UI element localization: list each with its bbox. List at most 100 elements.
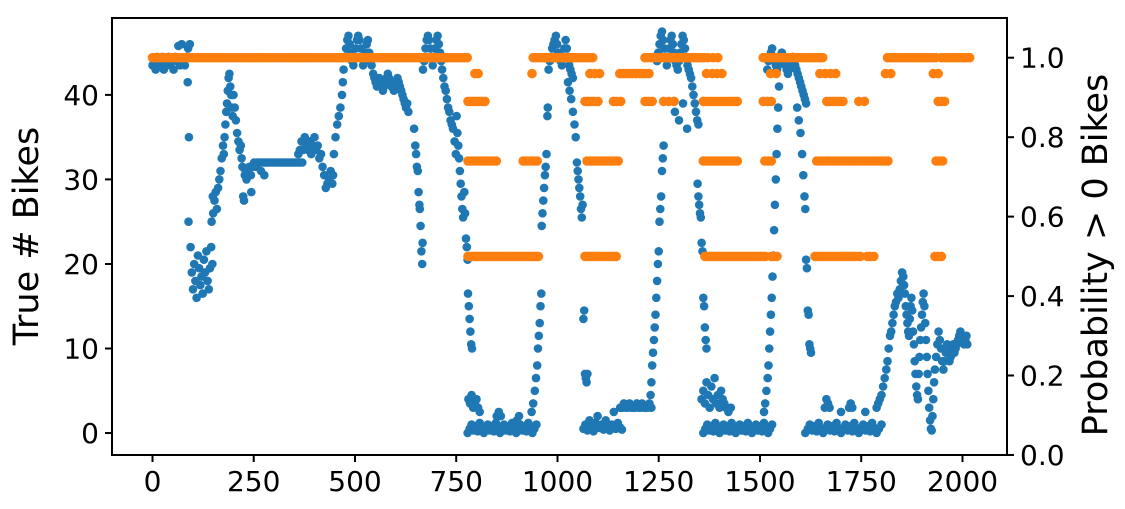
data-point-orange: [855, 251, 866, 262]
data-point-blue: [653, 259, 663, 269]
data-point-blue: [298, 158, 307, 167]
data-point-blue: [577, 213, 587, 222]
data-point-blue: [646, 390, 655, 400]
data-point-blue: [543, 103, 553, 112]
data-point-blue: [237, 154, 246, 163]
data-point-blue: [220, 132, 229, 142]
data-point-blue: [216, 166, 225, 176]
data-point-blue: [463, 289, 473, 298]
data-point-blue: [792, 103, 802, 112]
data-point-blue: [543, 111, 552, 121]
data-point-blue: [907, 306, 917, 315]
series-probability: [147, 52, 975, 262]
y-left-tick-label: 10: [63, 333, 99, 366]
data-point-blue: [204, 285, 214, 294]
data-point-blue: [930, 365, 940, 374]
data-point-orange: [615, 96, 626, 107]
data-point-blue: [496, 411, 506, 421]
data-point-blue: [229, 90, 238, 100]
data-point-orange: [964, 52, 975, 63]
x-tick-label: 500: [328, 465, 381, 498]
data-point-blue: [239, 196, 249, 205]
data-point-blue: [707, 382, 716, 391]
data-point-blue: [213, 183, 223, 193]
data-point-blue: [767, 44, 777, 53]
data-point-blue: [221, 120, 230, 129]
data-point-blue: [593, 411, 602, 421]
data-point-orange: [886, 68, 896, 79]
data-point-blue: [583, 369, 592, 379]
data-point-blue: [769, 225, 779, 235]
data-point-blue: [557, 61, 567, 70]
data-point-blue: [694, 200, 704, 210]
data-point-orange: [587, 52, 598, 63]
data-point-blue: [913, 394, 923, 404]
data-point-blue: [196, 280, 205, 290]
data-point-blue: [219, 149, 229, 159]
data-point-blue: [551, 31, 561, 41]
data-point-blue: [760, 399, 770, 408]
data-point-blue: [536, 301, 545, 311]
data-point-blue: [825, 403, 834, 413]
data-point-blue: [909, 340, 919, 349]
data-point-blue: [929, 394, 938, 404]
data-point-blue: [538, 209, 547, 218]
data-point-blue: [802, 263, 812, 273]
data-point-blue: [344, 31, 353, 41]
data-point-orange: [817, 52, 828, 63]
data-point-blue: [180, 61, 190, 70]
data-point-orange: [869, 251, 879, 262]
data-point-orange: [939, 96, 950, 107]
data-point-blue: [700, 323, 710, 332]
data-point-orange: [713, 52, 723, 63]
data-point-blue: [658, 35, 668, 45]
data-point-blue: [656, 204, 665, 214]
data-point-orange: [644, 68, 654, 79]
data-point-blue: [414, 187, 423, 197]
data-point-blue: [678, 99, 688, 108]
data-point-blue: [210, 196, 219, 205]
data-point-blue: [647, 403, 656, 413]
data-point-blue: [541, 162, 550, 172]
data-point-blue: [680, 44, 690, 53]
data-point-blue: [539, 196, 548, 205]
data-point-blue: [565, 86, 574, 95]
data-point-blue: [466, 327, 475, 336]
data-point-blue: [349, 61, 358, 70]
data-point-blue: [801, 204, 810, 214]
data-point-blue: [561, 35, 570, 45]
data-point-blue: [689, 90, 698, 100]
x-tick-label: 750: [429, 465, 482, 498]
data-point-blue: [574, 175, 583, 184]
plot-border: [111, 17, 1008, 456]
data-point-blue: [773, 124, 782, 133]
data-point-blue: [774, 82, 784, 91]
data-point-blue: [914, 369, 923, 379]
data-point-blue: [573, 166, 582, 176]
data-point-blue: [889, 310, 898, 320]
data-point-blue: [345, 39, 355, 49]
data-point-blue: [413, 166, 423, 176]
data-point-blue: [571, 132, 580, 142]
data-point-blue: [411, 141, 420, 150]
data-point-blue: [915, 352, 924, 362]
data-point-orange: [771, 68, 781, 79]
y-axis-left-label: True # Bikes: [7, 127, 47, 346]
data-point-blue: [797, 149, 807, 159]
data-point-blue: [694, 120, 703, 129]
x-tick-label: 1750: [826, 465, 897, 498]
data-point-blue: [402, 99, 412, 108]
data-point-blue: [329, 149, 339, 159]
data-point-orange: [613, 156, 623, 166]
data-point-blue: [920, 301, 929, 311]
data-point-blue: [418, 238, 427, 248]
data-point-orange: [473, 68, 483, 79]
y-right-tick-label: 1.0: [1020, 42, 1065, 75]
data-point-blue: [225, 69, 234, 79]
data-point-blue: [537, 289, 546, 298]
data-point-blue: [923, 369, 932, 379]
data-point-blue: [766, 310, 776, 320]
data-point-blue: [424, 35, 434, 45]
data-point-blue: [800, 192, 809, 201]
